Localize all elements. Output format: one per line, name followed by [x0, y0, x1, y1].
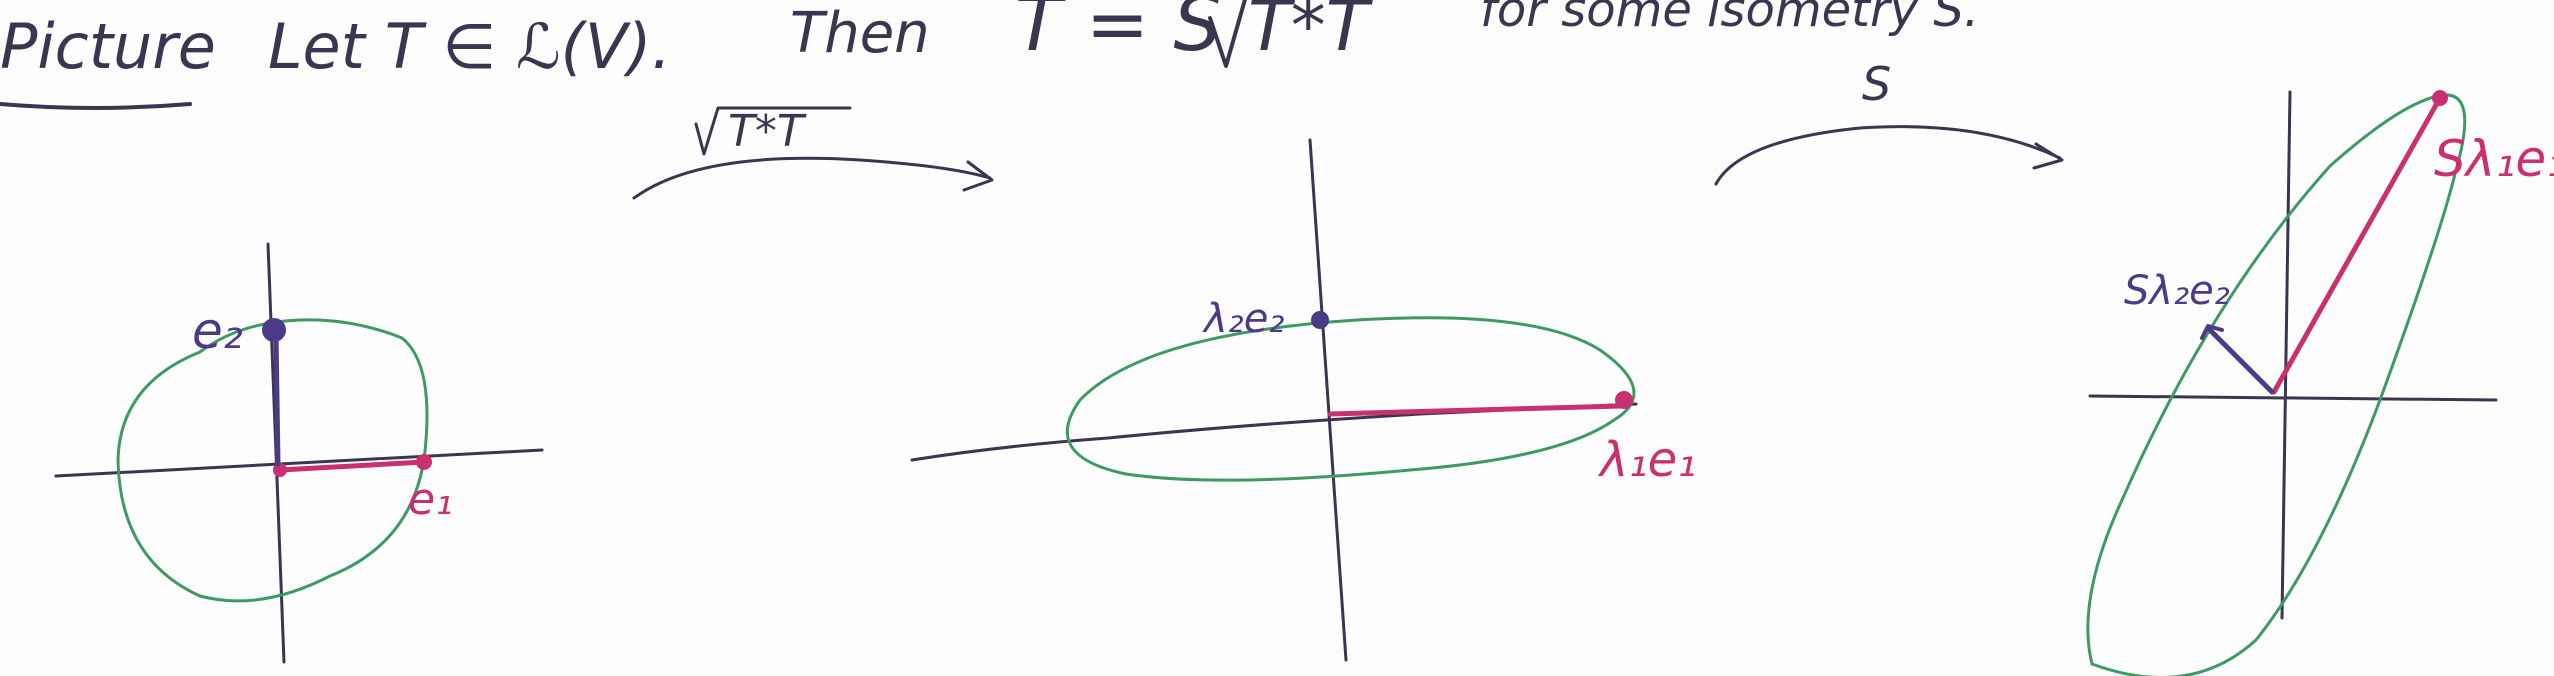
map1-sqrt-sign — [694, 106, 852, 156]
middle-ellipse — [1065, 316, 1636, 482]
heading-picture: Picture — [0, 10, 216, 83]
middle-x-axis — [910, 402, 1638, 462]
right-ellipse — [2086, 93, 2467, 676]
map2-arrow — [1714, 125, 2062, 186]
left-vector-e1 — [277, 459, 427, 473]
formula-sqrt-sign — [1208, 0, 1247, 68]
left-x-axis — [54, 448, 544, 478]
left-label-e2: e₂ — [192, 302, 243, 360]
statement-text: Let T ∈ ℒ(V). — [268, 10, 671, 83]
left-unit-circle — [116, 318, 429, 603]
right-x-axis — [2088, 394, 2498, 402]
panel-middle: λ₁e₁ λ₂e₂ — [910, 138, 1696, 662]
panel-left: e₁ e₂ — [54, 242, 544, 664]
map1-arrow — [632, 156, 992, 200]
right-label-sl1e1: Sλ₁e₁ — [2434, 130, 2554, 188]
right-vector-sl1e1 — [2271, 95, 2443, 395]
left-origin-mark — [273, 463, 287, 477]
middle-label-l2e2: λ₂e₂ — [1202, 296, 1284, 342]
left-point-e2 — [262, 318, 286, 342]
left-vector-e2 — [273, 333, 281, 467]
middle-vector-l1e1 — [1327, 403, 1625, 417]
left-point-e1 — [416, 454, 432, 470]
formula-sqrt-content: T*T — [1248, 0, 1374, 67]
middle-y-axis — [1308, 138, 1348, 662]
right-point-sl1e1 — [2432, 90, 2448, 106]
then-text: Then — [790, 1, 930, 66]
left-label-e1: e₁ — [408, 474, 453, 525]
heading-underline — [0, 102, 192, 110]
map1-label: T*T — [728, 106, 807, 157]
map1-arrowhead-icon — [962, 160, 994, 192]
middle-point-l1e1 — [1615, 391, 1633, 409]
panel-right: Sλ₁e₁ Sλ₂e₂ — [2086, 90, 2554, 676]
right-arrowhead-icon — [2200, 324, 2224, 340]
trailing-text: for some isometry S. — [1480, 0, 1979, 38]
middle-label-l1e1: λ₁e₁ — [1597, 432, 1696, 488]
map2-arrowhead-icon — [2032, 142, 2064, 170]
formula-lhs: T = S — [1015, 0, 1222, 68]
middle-point-l2e2 — [1311, 311, 1329, 329]
map2-label: S — [1862, 57, 1891, 111]
right-vector-sl2e2 — [2207, 327, 2275, 395]
right-label-sl2e2: Sλ₂e₂ — [2124, 268, 2230, 314]
right-y-axis — [2280, 90, 2292, 620]
